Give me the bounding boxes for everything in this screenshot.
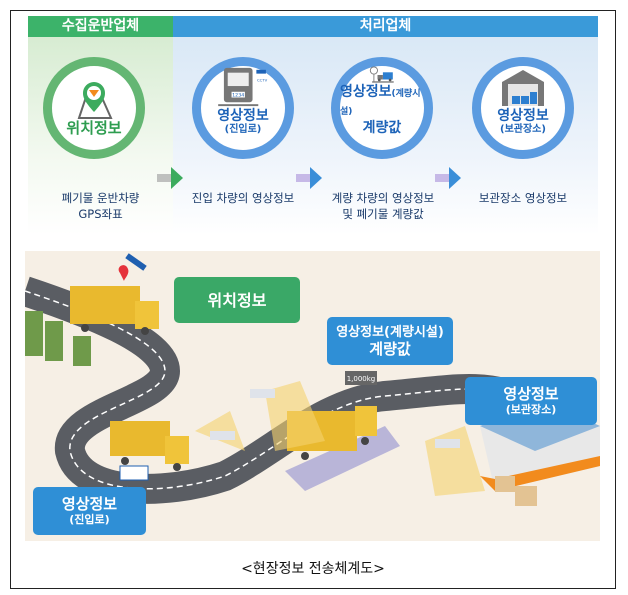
step-title: 위치정보	[66, 119, 122, 137]
step-location: 위치정보	[43, 57, 145, 159]
map-pin-icon	[77, 82, 113, 119]
step-title: 영상정보	[217, 108, 269, 124]
weigh-scale	[285, 426, 400, 491]
step-subtitle: (진입로)	[224, 124, 262, 135]
step-description: 진입 차량의 영상정보	[191, 191, 295, 205]
waste-barrels	[25, 311, 91, 366]
step-description: 보관장소 영상정보	[478, 191, 568, 205]
step-storage-video: 영상정보 (보관장소)	[472, 57, 574, 159]
truck-2	[110, 421, 189, 471]
cctv-camera-icon	[210, 389, 460, 448]
truck-scale-icon	[369, 66, 394, 83]
callout-entry: 영상정보(진입로)	[33, 487, 146, 535]
callout-storage: 영상정보(보관장소)	[465, 377, 597, 425]
step-subtitle: 계량값	[362, 120, 402, 136]
scale-display	[345, 371, 377, 385]
svg-text:1,000kg: 1,000kg	[347, 375, 376, 383]
warehouse-icon	[502, 70, 544, 106]
truck-1	[70, 286, 159, 335]
step-title: 영상정보	[497, 108, 549, 124]
svg-text:CCTV: CCTV	[257, 77, 268, 82]
boxes	[495, 476, 537, 506]
figure-caption: <현장정보 전송체계도>	[241, 561, 385, 577]
arrow-right-icon	[435, 167, 461, 189]
collector-header: 수집운반업체	[28, 16, 173, 37]
processor-header: 처리업체	[173, 16, 598, 37]
truck-cctv-icon: 1234 CCTV	[218, 67, 268, 107]
step-subtitle: (보관장소)	[500, 124, 546, 135]
step-title: 영상정보(계량시설)	[340, 84, 421, 117]
svg-text:1234: 1234	[232, 93, 244, 99]
satellite-icon	[125, 253, 147, 271]
step-entry-video: 1234 CCTV 영상정보 (진입로)	[192, 57, 294, 159]
arrow-right-icon	[157, 167, 183, 189]
map-pin-icon	[118, 265, 129, 281]
callout-weigh: 영상정보(계량시설)계량값	[327, 317, 453, 365]
step-weigh-video: 영상정보(계량시설) 계량값	[331, 57, 433, 159]
arrow-right-icon	[296, 167, 322, 189]
entry-sign	[119, 465, 149, 481]
callout-location: 위치정보	[174, 277, 300, 323]
